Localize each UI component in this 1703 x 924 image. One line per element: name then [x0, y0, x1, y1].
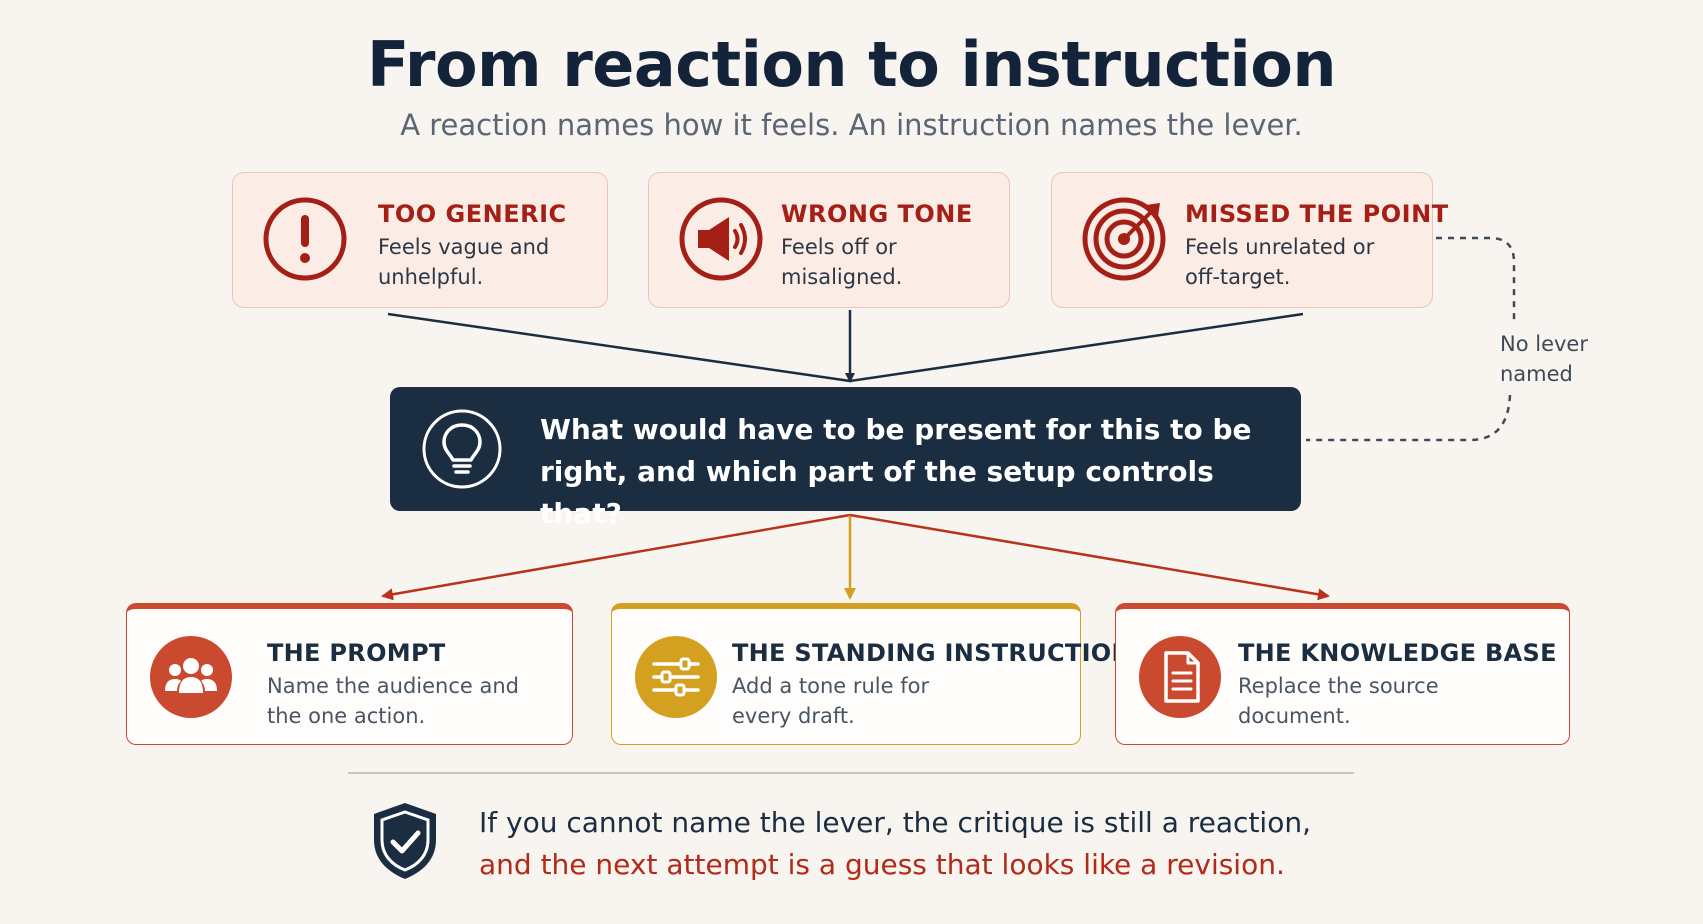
target-icon — [1082, 197, 1166, 281]
lever-description: Add a tone rule for every draft. — [732, 674, 930, 728]
reaction-description: Feels off or misaligned. — [781, 235, 903, 289]
arrow-question-to-knowledge — [849, 513, 1330, 601]
footer-statement: If you cannot name the lever, the critiq… — [479, 802, 1379, 886]
reaction-card-wrong-tone: WRONG TONE Feels off or misaligned. — [648, 172, 1010, 308]
reaction-card-missed-the-point: MISSED THE POINT Feels unrelated or off-… — [1051, 172, 1448, 308]
sliders-icon — [635, 636, 717, 718]
lever-title: THE STANDING INSTRUCTION — [732, 639, 1132, 667]
lever-description: Replace the source document. — [1238, 674, 1439, 728]
lightbulb-icon — [422, 409, 502, 489]
lever-card-prompt: THE PROMPT Name the audience and the one… — [126, 603, 573, 745]
footer-line-1: If you cannot name the lever, the critiq… — [479, 806, 1311, 839]
central-question-box: What would have to be present for this t… — [390, 387, 1301, 530]
document-icon — [1139, 636, 1221, 718]
question-text: What would have to be present for this t… — [540, 413, 1252, 530]
lever-card-standing-instruction: THE STANDING INSTRUCTION Add a tone rule… — [611, 603, 1132, 745]
megaphone-icon — [679, 197, 763, 281]
no-lever-dashed-path-top — [1436, 236, 1516, 320]
no-lever-note: No lever named — [1500, 332, 1588, 386]
people-icon — [150, 636, 232, 718]
lever-description: Name the audience and the one action. — [267, 674, 519, 728]
reaction-title: MISSED THE POINT — [1185, 200, 1449, 228]
page-title: From reaction to instruction — [366, 28, 1337, 101]
exclamation-icon — [263, 197, 347, 281]
no-lever-dashed-path-bottom — [1306, 394, 1512, 442]
lever-title: THE KNOWLEDGE BASE — [1238, 639, 1557, 667]
reaction-title: TOO GENERIC — [378, 200, 567, 228]
reaction-card-too-generic: TOO GENERIC Feels vague and unhelpful. — [232, 172, 608, 308]
reaction-title: WRONG TONE — [781, 200, 973, 228]
arrow-generic-to-question — [387, 312, 851, 383]
divider — [348, 772, 1354, 774]
reaction-description: Feels unrelated or off-target. — [1185, 235, 1375, 289]
shield-check-icon — [374, 803, 436, 879]
arrow-question-to-prompt — [381, 513, 851, 601]
lever-title: THE PROMPT — [267, 639, 446, 667]
lever-card-knowledge-base: THE KNOWLEDGE BASE Replace the source do… — [1115, 603, 1570, 745]
arrow-point-to-question — [849, 312, 1304, 383]
reaction-description: Feels vague and unhelpful. — [378, 235, 550, 289]
footer-line-2: and the next attempt is a guess that loo… — [479, 848, 1285, 881]
page-subtitle: A reaction names how it feels. An instru… — [400, 108, 1303, 142]
